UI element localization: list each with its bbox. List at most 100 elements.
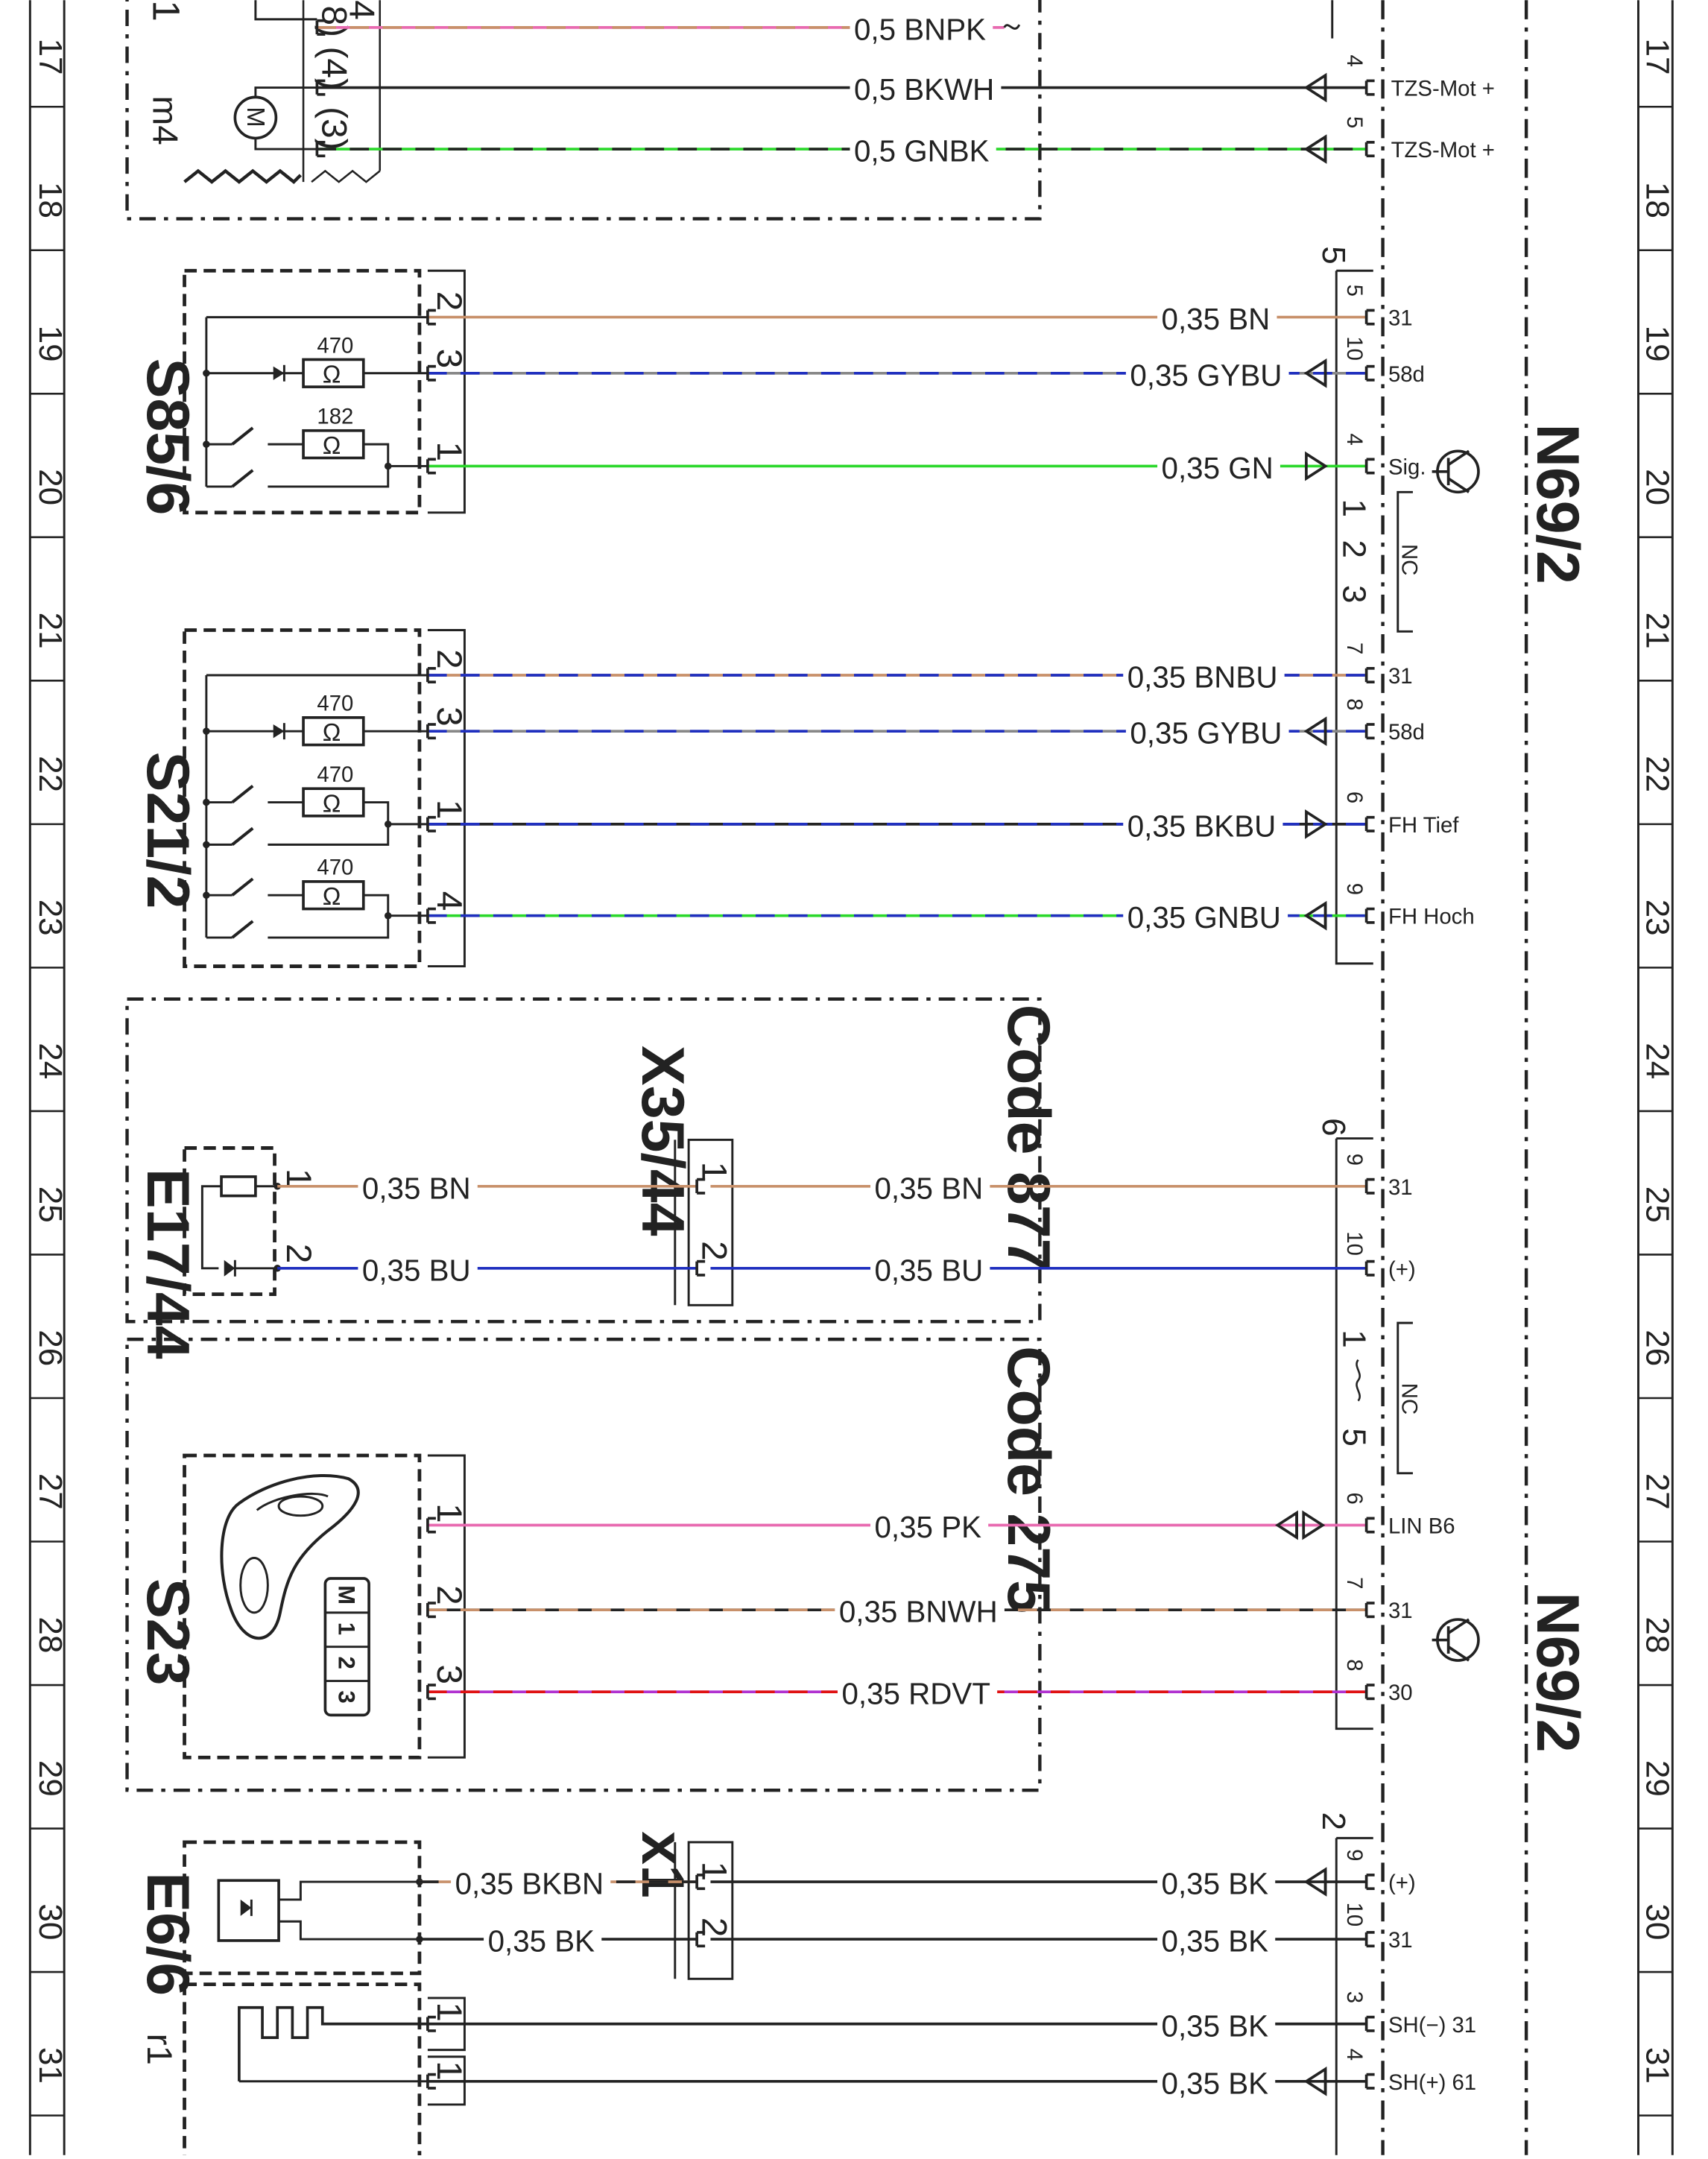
svg-text:182: 182 (317, 405, 353, 429)
svg-text:4: 4 (1342, 2049, 1367, 2061)
svg-text:3: 3 (1342, 1991, 1367, 2003)
svg-text:Ω: Ω (323, 789, 341, 817)
svg-text:2: 2 (1315, 1812, 1352, 1830)
row-number: 30 (32, 1903, 69, 1940)
svg-text:10: 10 (1342, 336, 1367, 361)
lamp-icon (217, 1879, 280, 1942)
signal-fh-tief: FH Tief (1388, 813, 1459, 838)
svg-text:1: 1 (1335, 499, 1372, 516)
wire-label-s23-rdvt: 0,35 RDVT (841, 1677, 990, 1711)
resistor-182 (302, 429, 365, 460)
transistor-icon-bottom (1432, 1618, 1480, 1662)
transistor-icon-top (1432, 449, 1480, 494)
wire-label-e17-bn-left: 0,35 BN (362, 1171, 471, 1205)
signal-sh-plus: SH(+) 61 (1388, 2070, 1476, 2095)
signal-tzs-2: TZS-Mot + (1391, 138, 1495, 162)
wire-label-s21-bkbu: 0,35 BKBU (1127, 809, 1277, 843)
wire-label-e6-bk-right-1: 0,35 BK (1162, 1867, 1269, 1901)
row-number: 23 (32, 900, 69, 936)
signal-s85-31: 31 (1388, 306, 1413, 331)
s85-label: S85/6 (134, 358, 201, 516)
wire-label-s85-bn: 0,35 BN (1162, 302, 1271, 336)
resistor-470 (302, 716, 365, 747)
m4-label: m4 (145, 96, 184, 145)
led-icon (273, 724, 285, 739)
signal-s85-sig: Sig. (1388, 455, 1426, 479)
nc-bracket-1: NC (1397, 490, 1421, 633)
signal-e17-31: 31 (1388, 1175, 1413, 1200)
svg-text:2: 2 (694, 1918, 733, 1938)
row-number: 25 (1639, 1186, 1675, 1223)
row-number: 24 (1639, 1043, 1675, 1079)
row-number: 28 (1639, 1616, 1675, 1653)
svg-text:9: 9 (1342, 1154, 1367, 1166)
svg-text:2: 2 (279, 1244, 318, 1264)
row-number: 26 (1639, 1330, 1675, 1366)
row-number: 29 (32, 1760, 69, 1797)
r1-block: r1 1 1 (139, 1982, 469, 2159)
svg-text:10: 10 (1342, 1903, 1367, 1927)
wire-label-bnpk: 0,5 BNPK (854, 12, 986, 46)
e6-label: E6/6 (134, 1872, 201, 1996)
e6-block: E6/6 x1 1 2 (134, 1831, 733, 1996)
wire-label-s21-gnbu: 0,35 GNBU (1127, 900, 1281, 935)
signal-e17-plus: (+) (1388, 1257, 1416, 1282)
wire-label-gnbk: 0,5 GNBK (854, 134, 990, 168)
wire-label-s23-pk: 0,35 PK (875, 1510, 982, 1544)
svg-text:8: 8 (1342, 698, 1367, 710)
svg-text:7: 7 (1342, 1577, 1367, 1589)
row-number: 29 (1639, 1760, 1675, 1797)
svg-text:1: 1 (429, 2002, 469, 2022)
wire-label-e17-bu-right: 0,35 BU (875, 1253, 984, 1287)
wire-label-s85-gybu: 0,35 GYBU (1130, 358, 1282, 392)
signal-sh-minus: SH(−) 31 (1388, 2013, 1476, 2038)
svg-text:(3): (3) (314, 107, 354, 150)
row-number: 20 (1639, 469, 1675, 505)
row-number: 22 (32, 756, 69, 792)
svg-text:5: 5 (1315, 246, 1352, 264)
svg-text:470: 470 (317, 762, 353, 787)
svg-text:1: 1 (1335, 1330, 1372, 1347)
svg-text:1: 1 (694, 1862, 733, 1882)
e17-label: E17/44 (134, 1169, 201, 1359)
signal-fh-hoch: FH Hoch (1388, 905, 1475, 929)
lamp-led-icon (224, 1259, 235, 1277)
n69-label-top: N69/2 (1524, 424, 1591, 584)
svg-text:3: 3 (429, 1665, 469, 1685)
wire-label-bkwh: 0,5 BKWH (854, 72, 994, 107)
row-number: 22 (1639, 756, 1675, 792)
s21-block: S21/2 Ω 470 Ω 470 Ω 470 (134, 628, 469, 968)
svg-text:470: 470 (317, 856, 353, 880)
svg-text:2: 2 (694, 1241, 733, 1261)
row-number: 25 (32, 1186, 69, 1223)
row-number: 18 (1639, 182, 1675, 218)
svg-text:4: 4 (1342, 433, 1367, 445)
row-number: 31 (32, 2047, 69, 2084)
heating-resistor-icon (238, 2005, 428, 2081)
code275-block: Code 275 S23 M 1 2 3 1 2 3 (125, 1337, 1062, 1792)
signal-e6-31: 31 (1388, 1928, 1413, 1953)
wire-label-e6-bk-right-2: 0,35 BK (1162, 1924, 1269, 1959)
svg-text:5: 5 (1342, 116, 1367, 128)
x1-label: x1 (629, 1831, 696, 1898)
selector-lever-icon (220, 1473, 360, 1640)
svg-text:4: 4 (1342, 55, 1367, 67)
wire-label-e6-bk-left: 0,35 BK (488, 1924, 595, 1959)
row-number: 27 (32, 1473, 69, 1510)
row-number: 27 (1639, 1473, 1675, 1510)
right-ruler (1637, 0, 1674, 2155)
svg-text:7: 7 (1342, 642, 1367, 654)
wire-label-e6-bkbn: 0,35 BKBN (455, 1867, 604, 1901)
wire-label-e17-bu-left: 0,35 BU (362, 1253, 471, 1287)
wire-label-e17-bn-right: 0,35 BN (875, 1171, 984, 1205)
svg-text:5: 5 (1335, 1428, 1372, 1446)
svg-text:3: 3 (334, 1690, 360, 1703)
led-icon (273, 366, 285, 380)
svg-text:9: 9 (1342, 1849, 1367, 1861)
code275-label: Code 275 (995, 1346, 1062, 1613)
s21-label: S21/2 (134, 752, 201, 909)
svg-text:2: 2 (429, 291, 469, 312)
wire-label-s23-bnwh: 0,35 BNWH (839, 1595, 998, 1629)
r1-label: r1 (139, 2034, 179, 2065)
row-number: 19 (1639, 326, 1675, 362)
